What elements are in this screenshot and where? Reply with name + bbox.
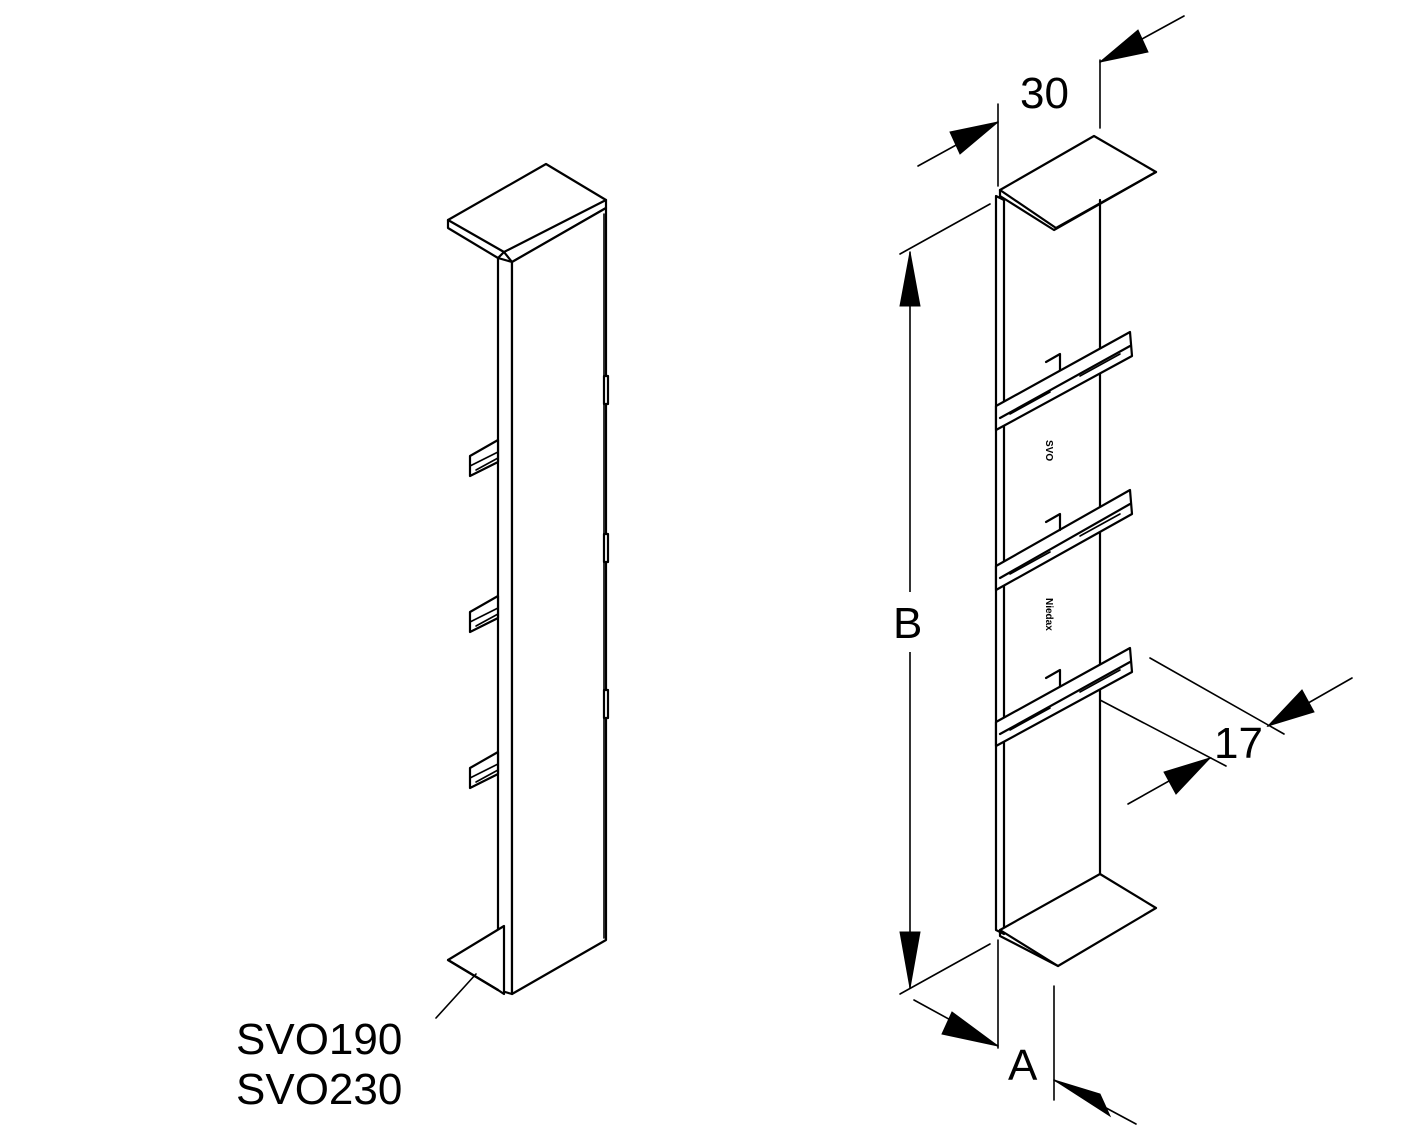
right-clip-1 bbox=[994, 330, 1134, 432]
part-leader-line bbox=[435, 973, 477, 1019]
panel-imprint-code: SVO bbox=[1043, 440, 1054, 461]
right-clip-2 bbox=[994, 488, 1134, 592]
part-number-2: SVO230 bbox=[236, 1065, 402, 1114]
dimension-width: 30 bbox=[917, 15, 1185, 187]
part-number-1: SVO190 bbox=[236, 1015, 402, 1064]
dimension-depth-label: A bbox=[1008, 1041, 1038, 1090]
end-cap-dimensioned-view: SVO Niedax bbox=[994, 134, 1158, 968]
left-side-panel bbox=[510, 206, 608, 996]
right-top-plate bbox=[998, 134, 1158, 230]
dimension-depth: A bbox=[913, 939, 1137, 1125]
left-front-panel bbox=[496, 256, 514, 996]
left-bottom-plate bbox=[446, 924, 506, 996]
right-bottom-plate bbox=[998, 872, 1158, 968]
left-clip-2 bbox=[468, 594, 500, 634]
dimension-tab: 17 bbox=[1099, 657, 1353, 805]
dimension-width-label: 30 bbox=[1020, 69, 1069, 118]
end-cap-perspective-view bbox=[435, 162, 610, 1019]
dimension-height-label: B bbox=[893, 599, 922, 648]
right-clip-3 bbox=[994, 646, 1134, 748]
panel-imprint-brand: Niedax bbox=[1043, 598, 1054, 631]
dimension-tab-label: 17 bbox=[1214, 719, 1263, 768]
dimension-height: B bbox=[880, 203, 991, 995]
left-clip-1 bbox=[468, 438, 500, 478]
left-clip-3 bbox=[468, 750, 500, 790]
